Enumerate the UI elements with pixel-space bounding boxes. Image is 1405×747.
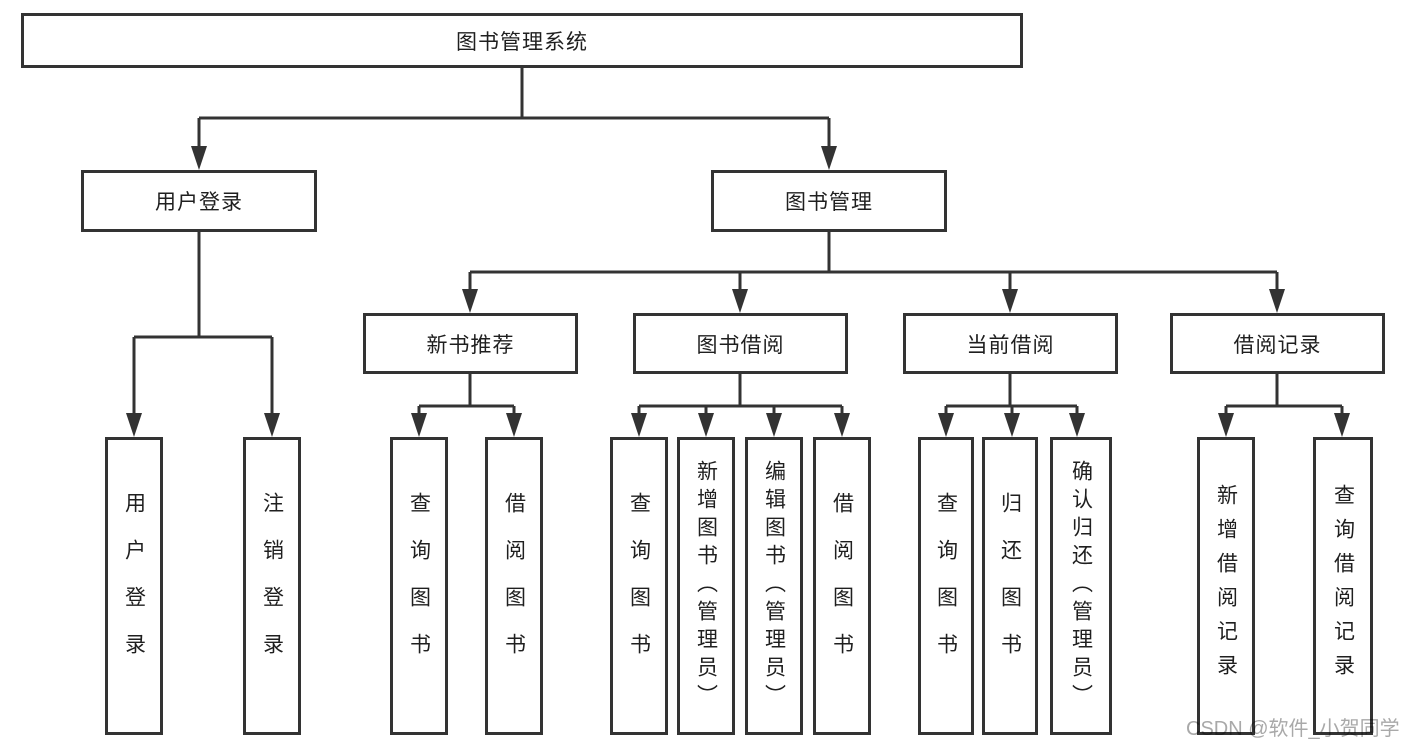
node-label: 借阅图书 xyxy=(830,492,854,680)
node-label: 归还图书 xyxy=(998,492,1022,680)
node-label: 图书借阅 xyxy=(696,333,785,357)
node-label: 查询图书 xyxy=(407,492,431,680)
leaf-borrow-books-recommend: 借阅图书 xyxy=(485,437,543,735)
node-borrow-records: 借阅记录 xyxy=(1170,313,1385,374)
leaf-add-books-admin: 新增图书（管理员） xyxy=(677,437,735,735)
csdn-watermark: CSDN @软件_小贺同学 xyxy=(1186,718,1400,740)
leaf-return-books: 归还图书 xyxy=(982,437,1038,735)
node-label: 查询借阅记录 xyxy=(1331,484,1355,688)
node-label: 当前借阅 xyxy=(966,333,1055,357)
node-label: 图书管理系统 xyxy=(456,30,588,54)
node-label: 注销登录 xyxy=(260,492,284,680)
node-label: 借阅图书 xyxy=(502,492,526,680)
node-label: 新增图书（管理员） xyxy=(694,460,718,712)
leaf-confirm-return-admin: 确认归还（管理员） xyxy=(1050,437,1112,735)
node-label: 新书推荐 xyxy=(426,333,515,357)
node-label: 新增借阅记录 xyxy=(1214,484,1238,688)
node-user-login: 用户登录 xyxy=(81,170,317,232)
leaf-edit-books-admin: 编辑图书（管理员） xyxy=(745,437,803,735)
leaf-borrow-books: 借阅图书 xyxy=(813,437,871,735)
node-label: 借阅记录 xyxy=(1233,333,1322,357)
leaf-logout: 注销登录 xyxy=(243,437,301,735)
tree-branch-lines xyxy=(132,68,1344,417)
leaf-add-borrow-record: 新增借阅记录 xyxy=(1197,437,1255,735)
leaf-query-books-recommend: 查询图书 xyxy=(390,437,448,735)
leaf-user-login: 用户登录 xyxy=(105,437,163,735)
node-label: 用户登录 xyxy=(122,492,146,680)
node-label: 确认归还（管理员） xyxy=(1069,460,1093,712)
node-book-borrowing: 图书借阅 xyxy=(633,313,848,374)
node-current-borrowing: 当前借阅 xyxy=(903,313,1118,374)
node-label: 编辑图书（管理员） xyxy=(762,460,786,712)
node-new-book-recommend: 新书推荐 xyxy=(363,313,578,374)
leaf-query-books-borrowing: 查询图书 xyxy=(610,437,668,735)
node-library-management-system: 图书管理系统 xyxy=(21,13,1023,68)
arrowheads xyxy=(126,146,1350,437)
node-label: 用户登录 xyxy=(155,191,243,214)
leaf-query-books-current: 查询图书 xyxy=(918,437,974,735)
node-label: 查询图书 xyxy=(934,492,958,680)
node-label: 图书管理 xyxy=(785,191,873,214)
node-label: 查询图书 xyxy=(627,492,651,680)
node-book-management: 图书管理 xyxy=(711,170,947,232)
leaf-query-borrow-record: 查询借阅记录 xyxy=(1313,437,1373,735)
